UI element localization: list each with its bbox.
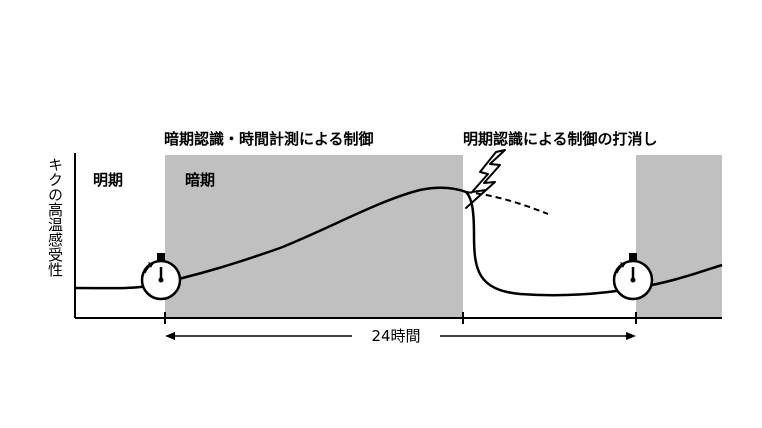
timer-icon [612,253,654,301]
y-axis-label: キクの高温感受性 [46,157,64,277]
light-period-label: 明期 [93,171,123,189]
sensitivity-curve [74,186,723,297]
timer-icon [140,253,182,301]
dark-control-label: 暗期認識・時間計測による制御 [164,130,374,148]
dark-period-region [165,155,463,318]
lightning-icon [465,149,506,209]
dark-period-region-next [636,155,722,318]
light-cancel-label: 明期認識による制御の打消し [463,130,658,148]
span-arrowhead-right [626,332,636,340]
span-arrowhead-left [165,332,175,340]
dark-period-label: 暗期 [185,171,215,189]
span-label: 24時間 [371,327,420,345]
expected-curve-dashed [465,191,549,215]
